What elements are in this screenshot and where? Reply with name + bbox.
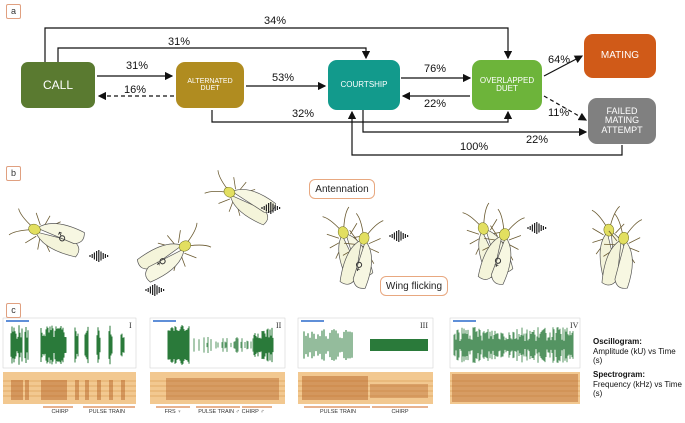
arrow-overlapped-to-failed bbox=[543, 95, 588, 121]
recording-id-3: III bbox=[420, 321, 428, 330]
segment-label: PULSE TRAIN ♂ bbox=[198, 409, 240, 415]
pct-alternated-to-courtship: 53% bbox=[272, 72, 295, 84]
sound-wave-icon bbox=[261, 202, 281, 214]
moth-icon: ♂ bbox=[8, 208, 85, 258]
node-overlapped-duet-label: OVERLAPPED DUET bbox=[479, 75, 535, 93]
oscillogram bbox=[2, 317, 137, 369]
arrow-call-to-courtship bbox=[57, 47, 371, 62]
recording-id-4: IV bbox=[570, 321, 579, 330]
spectrogram bbox=[450, 372, 580, 404]
node-alternated-duet-label: ALTERNATED DUET bbox=[187, 77, 233, 92]
pct-call-to-overlapped: 34% bbox=[264, 15, 287, 27]
pct-courtship-to-overlapped: 76% bbox=[424, 63, 447, 75]
node-failed-mating-attempt: FAILED MATING ATTEMPT bbox=[588, 98, 656, 144]
node-mating-label: MATING bbox=[600, 49, 640, 61]
arrow-courtship-to-failed bbox=[362, 110, 588, 137]
segment-label: PULSE TRAIN bbox=[89, 409, 125, 415]
spectrogram bbox=[150, 372, 285, 404]
sex-symbol: ♀ bbox=[353, 259, 364, 274]
spectrogram bbox=[3, 372, 136, 404]
arrow-call-to-overlapped bbox=[44, 27, 513, 62]
recording-panels bbox=[2, 317, 581, 408]
node-courtship: COURTSHIP bbox=[328, 60, 400, 110]
moth-illustrations: ♂♀♂♀♂♀ bbox=[8, 170, 643, 296]
segment-label: PULSE TRAIN bbox=[320, 409, 356, 415]
moth-icon bbox=[601, 213, 643, 289]
legend-oscillogram-title: Oscillogram: bbox=[593, 337, 642, 346]
segment-label: FRS ♀ bbox=[164, 409, 182, 415]
panel-label-a: a bbox=[6, 4, 21, 19]
moth-icon bbox=[204, 170, 276, 226]
pct-courtship-to-failed: 22% bbox=[526, 134, 549, 146]
pct-overlapped-to-courtship: 22% bbox=[424, 98, 447, 110]
legend-spectrogram-desc: Frequency (kHz) vs Time (s) bbox=[593, 380, 682, 398]
arrow-overlapped-to-mating bbox=[543, 55, 584, 77]
pct-alternated-to-call: 16% bbox=[124, 84, 147, 96]
transition-arrows bbox=[44, 27, 623, 156]
pct-call-to-courtship: 31% bbox=[168, 36, 191, 48]
pct-overlapped-to-failed: 11% bbox=[548, 107, 570, 119]
sex-symbol: ♂ bbox=[54, 230, 70, 244]
recording-id-2: II bbox=[276, 321, 282, 330]
sex-symbol: ♀ bbox=[492, 255, 504, 270]
node-overlapped-duet: OVERLAPPED DUET bbox=[472, 60, 542, 110]
node-failed-mating-attempt-label: FAILED MATING ATTEMPT bbox=[601, 105, 643, 135]
node-call: CALL bbox=[21, 62, 95, 108]
recording-id-1: I bbox=[129, 321, 132, 330]
recording-panel bbox=[149, 317, 286, 408]
node-call-label: CALL bbox=[42, 77, 74, 92]
legend-oscillogram-desc: Amplitude (kU) vs Time (s) bbox=[593, 347, 676, 365]
label-wing-flicking: Wing flicking bbox=[380, 276, 448, 296]
moth-icon: ♀ bbox=[136, 222, 212, 283]
moth-icon: ♀ bbox=[339, 213, 384, 289]
segment-label: CHIRP bbox=[51, 409, 69, 415]
segment-label: CHIRP ♂ bbox=[241, 409, 265, 415]
pct-overlapped-to-mating: 64% bbox=[548, 54, 571, 66]
pct-alternated-to-overlapped: 32% bbox=[292, 108, 315, 120]
label-antennation: Antennation bbox=[309, 179, 375, 199]
sound-wave-icon bbox=[145, 284, 165, 296]
sound-wave-icon bbox=[389, 230, 409, 242]
node-mating: MATING bbox=[584, 34, 656, 78]
arrow-alternated-to-overlapped bbox=[211, 110, 513, 123]
legend-spectrogram-title: Spectrogram: bbox=[593, 370, 646, 379]
node-courtship-label: COURTSHIP bbox=[340, 79, 388, 89]
spectrogram bbox=[298, 372, 433, 404]
sound-wave-icon bbox=[89, 250, 109, 262]
segment-label: CHIRP bbox=[391, 409, 409, 415]
recording-panel bbox=[449, 317, 581, 404]
recording-panel bbox=[2, 317, 137, 408]
arrow-failed-to-courtship bbox=[347, 110, 623, 156]
node-alternated-duet: ALTERNATED DUET bbox=[176, 62, 244, 108]
panel-label-b: b bbox=[6, 166, 21, 181]
pct-call-to-alternated: 31% bbox=[126, 60, 149, 72]
recording-panel bbox=[297, 317, 434, 408]
panel-label-c: c bbox=[6, 303, 21, 318]
sound-wave-icon bbox=[527, 222, 547, 234]
pct-failed-to-courtship: 100% bbox=[460, 141, 489, 153]
moth-icon: ♀ bbox=[477, 208, 525, 285]
